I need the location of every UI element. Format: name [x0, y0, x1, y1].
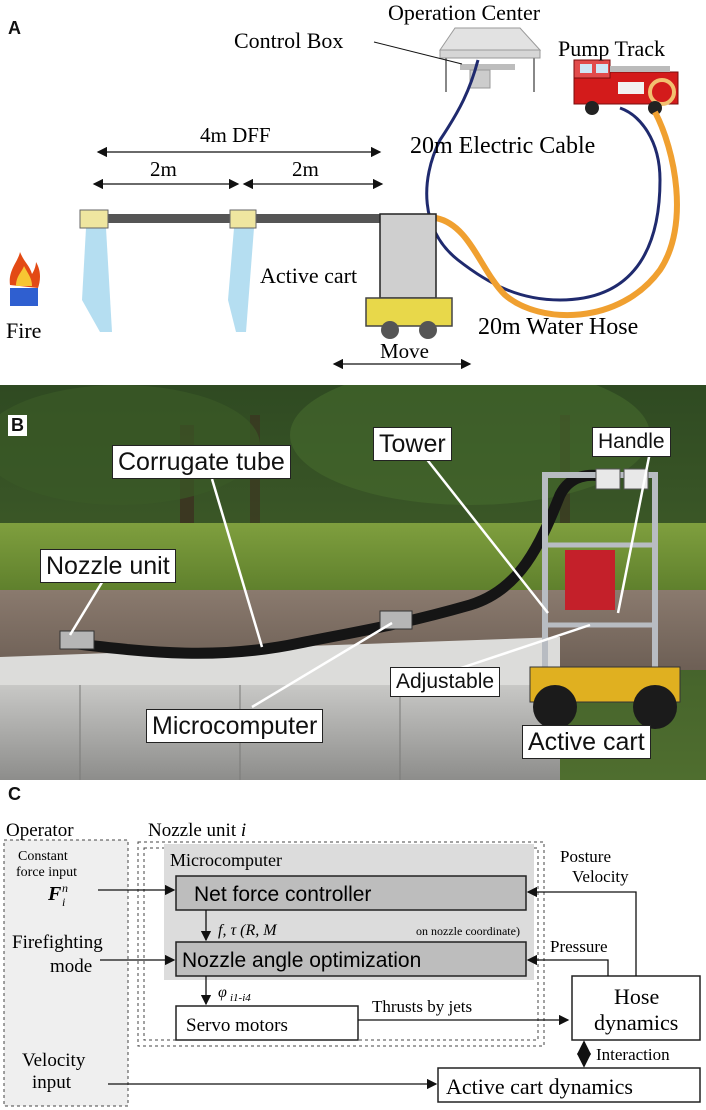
callout-microcomputer: Microcomputer: [146, 709, 324, 743]
panel-letter-a: A: [8, 18, 21, 38]
nozzle-unit-label: Nozzle unit i: [148, 820, 246, 841]
panel-letter-c: C: [8, 784, 21, 804]
active-cart-label: Active cart: [260, 263, 357, 288]
firefighting-line2: mode: [50, 956, 92, 977]
pump-truck-icon: [573, 59, 679, 115]
operation-center-tent: [439, 27, 542, 92]
pump-track-label: Pump Track: [558, 36, 665, 61]
spray-1: [82, 228, 112, 332]
phi-formula: φ: [218, 984, 227, 1001]
constant-force-line2: force input: [16, 865, 77, 880]
panel-b: B Corrugate tube Tower Handle Nozzle uni…: [0, 385, 706, 780]
control-box-label: Control Box: [234, 28, 343, 53]
callout-nozzle-unit: Nozzle unit: [40, 549, 176, 583]
thrusts-by-jets-label: Thrusts by jets: [372, 997, 472, 1016]
nozzle-angle-optimization-box: [175, 941, 527, 977]
callout-corrugate-tube: Corrugate tube: [112, 445, 291, 479]
seg1-label: 2m: [150, 157, 177, 181]
hose-dynamics-line1: Hose: [614, 984, 659, 1009]
fire-icon: [9, 252, 41, 306]
control-box-pointer: [373, 41, 463, 65]
svg-text:i1-i4: i1-i4: [230, 992, 251, 1004]
panel-letter-b: B: [8, 415, 27, 436]
net-force-formula: f, τ (R, M: [218, 922, 278, 939]
operator-box: [3, 839, 129, 1107]
cart-wheel-left: [381, 321, 399, 339]
nozzle-1: [79, 209, 109, 229]
fire-label: Fire: [6, 318, 41, 343]
active-cart-photo: [529, 468, 681, 729]
velocity-label: Velocity: [572, 867, 629, 886]
callout-tower: Tower: [373, 427, 452, 461]
water-hose: [435, 110, 680, 319]
velocity-input-line2: input: [32, 1072, 72, 1093]
callout-adjustable: Adjustable: [390, 667, 501, 697]
electric-cable-label: 20m Electric Cable: [410, 133, 595, 159]
velocity-input-line1: Velocity: [22, 1050, 86, 1071]
nozzle-unit-1: [59, 630, 95, 650]
spray-2: [228, 228, 254, 332]
panel-a: A: [0, 0, 706, 385]
force-symbol: F: [47, 883, 62, 905]
operator-label: Operator: [6, 820, 74, 841]
panel-a-diagram: Operation Center Control Box Pump Track …: [6, 0, 680, 370]
active-cart-body: [365, 297, 453, 327]
net-force-controller-box: [175, 875, 527, 911]
constant-force-line1: Constant: [18, 849, 68, 864]
nozzle-angle-optimization-label: Nozzle angle optimization: [182, 949, 421, 972]
dff-length-label: 4m DFF: [200, 123, 271, 147]
on-nozzle-coordinate-label: on nozzle coordinate): [416, 924, 520, 938]
active-cart-dynamics-label: Active cart dynamics: [446, 1074, 633, 1099]
cart-tower: [379, 213, 437, 299]
hose-dynamics-line2: dynamics: [594, 1010, 678, 1035]
interaction-label: Interaction: [596, 1045, 670, 1064]
pressure-label: Pressure: [550, 937, 608, 956]
nozzle-2: [229, 209, 257, 229]
svg-text:n: n: [62, 881, 68, 895]
seg2-label: 2m: [292, 157, 319, 181]
net-force-controller-label: Net force controller: [194, 883, 371, 906]
firefighting-line1: Firefighting: [12, 932, 103, 953]
callout-active-cart: Active cart: [522, 725, 651, 759]
active-cart-dynamics-box: [437, 1067, 701, 1103]
move-label: Move: [380, 339, 429, 363]
servo-motors-box: [175, 1005, 359, 1041]
posture-label: Posture: [560, 847, 611, 866]
microcomputer-label: Microcomputer: [170, 850, 282, 870]
water-hose-label: 20m Water Hose: [478, 314, 638, 340]
panel-c-diagram: Operator Nozzle unit i Microcomputer Con…: [3, 820, 701, 1107]
callout-handle: Handle: [592, 427, 671, 457]
corrugate-tube: [69, 469, 607, 659]
electric-cable: [425, 59, 662, 302]
svg-text:i: i: [62, 895, 65, 909]
servo-motors-label: Servo motors: [186, 1015, 288, 1036]
operation-center-label: Operation Center: [388, 0, 541, 25]
cart-wheel-right: [419, 321, 437, 339]
panel-c: C O: [0, 780, 706, 1110]
